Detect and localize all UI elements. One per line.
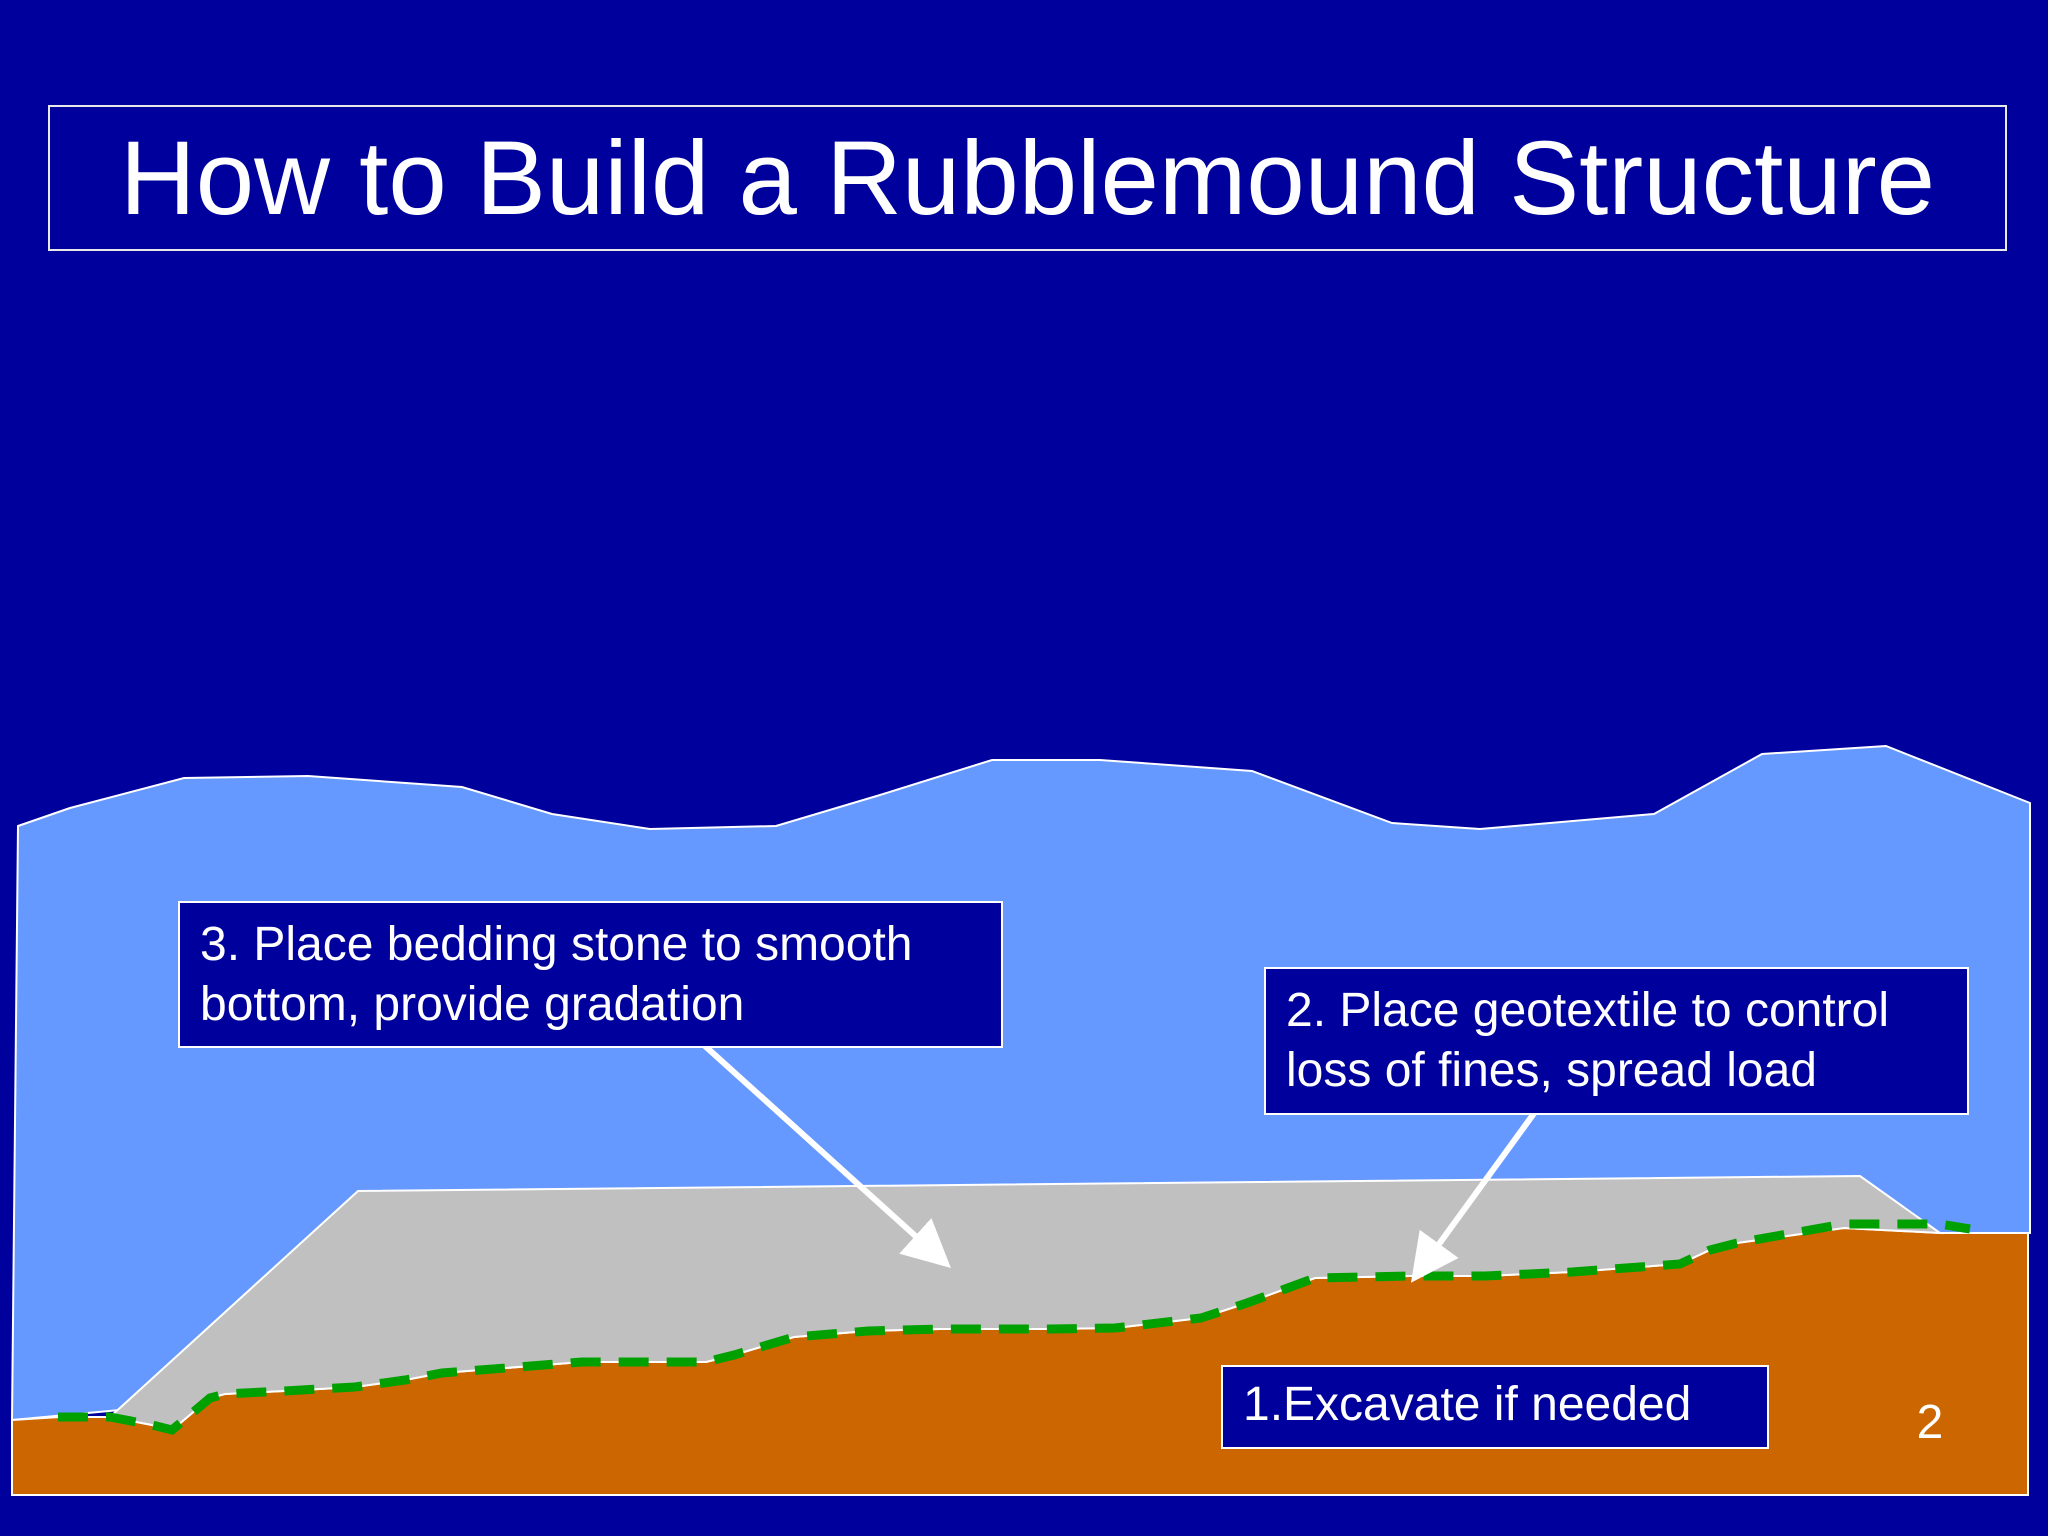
title-box: How to Build a Rubblemound Structure	[48, 105, 2007, 251]
excavate-callout-line-1: 1.Excavate if needed	[1243, 1378, 1692, 1431]
bedding-callout-line-2: bottom, provide gradation	[200, 978, 745, 1031]
bedding-stone-callout: 3. Place bedding stone to smooth bottom,…	[178, 901, 1003, 1048]
slide-title: How to Build a Rubblemound Structure	[119, 119, 1936, 237]
geotextile-callout-line-1: 2. Place geotextile to control	[1286, 984, 1890, 1037]
geotextile-callout-line-2: loss of fines, spread load	[1286, 1044, 1817, 1097]
geotextile-layer	[58, 1219, 1971, 1435]
excavate-callout: 1.Excavate if needed	[1221, 1365, 1769, 1449]
geotextile-callout-arrow	[1410, 1110, 1538, 1283]
bedding-callout-arrow	[702, 1043, 951, 1269]
page-number: 2	[1916, 1396, 1944, 1449]
bedding-callout-line-1: 3. Place bedding stone to smooth	[200, 918, 913, 971]
geotextile-callout: 2. Place geotextile to control loss of f…	[1264, 967, 1969, 1115]
